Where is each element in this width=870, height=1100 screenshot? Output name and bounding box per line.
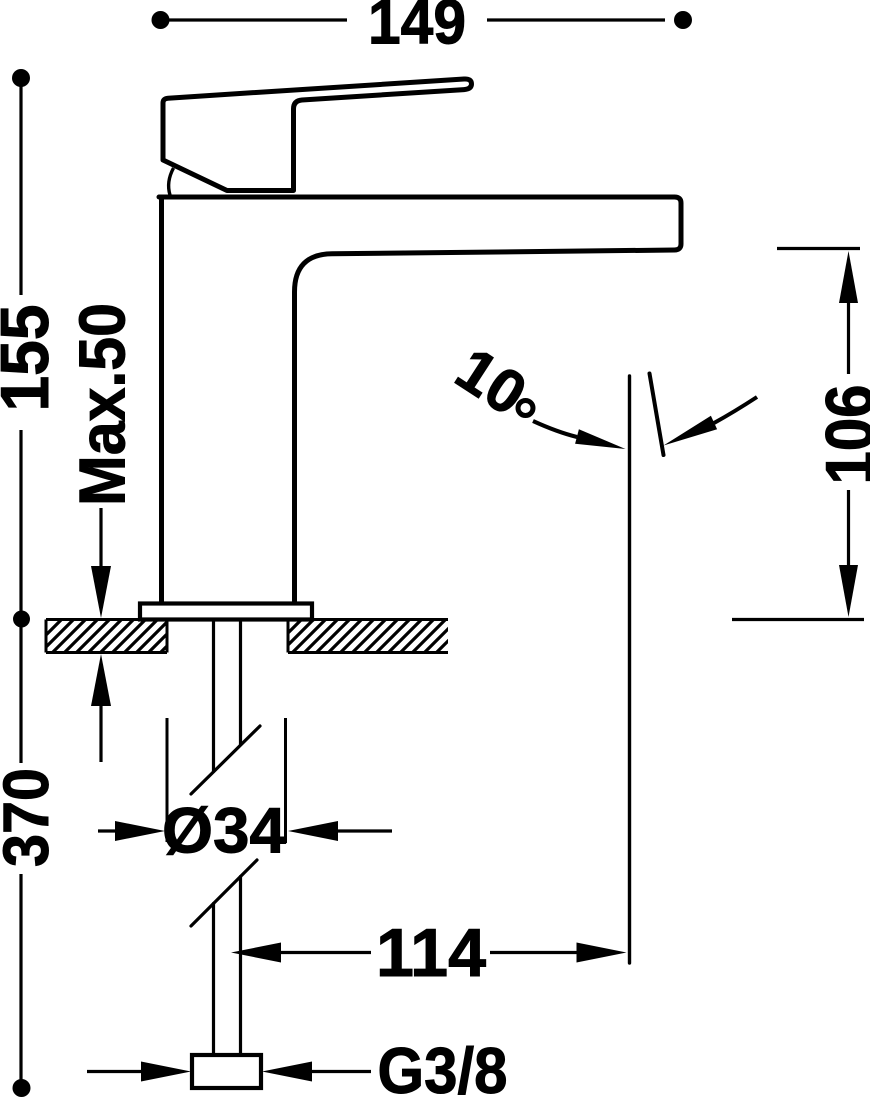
- svg-text:370: 370: [0, 768, 62, 867]
- svg-text:Ø34: Ø34: [162, 795, 286, 867]
- svg-text:G3/8: G3/8: [378, 1034, 508, 1100]
- svg-text:114: 114: [376, 915, 486, 991]
- svg-text:155: 155: [0, 305, 63, 412]
- svg-text:149: 149: [368, 0, 466, 58]
- svg-text:106: 106: [812, 385, 870, 485]
- svg-text:Max.50: Max.50: [66, 303, 139, 506]
